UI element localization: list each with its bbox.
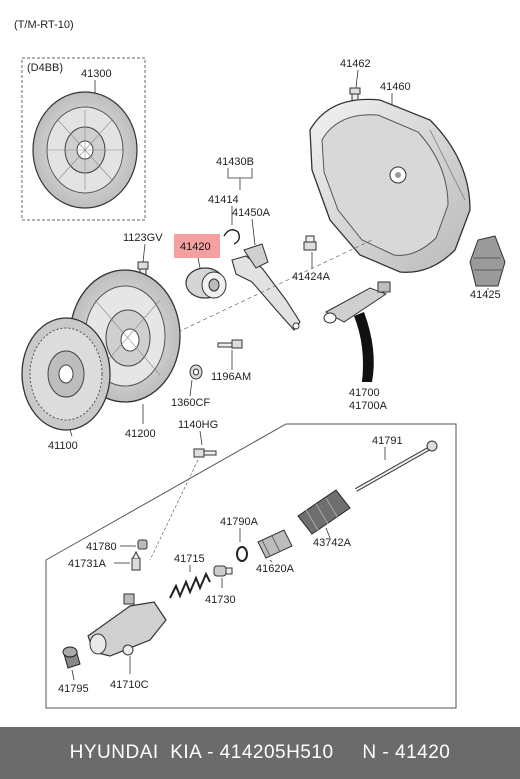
label-41414: 41414 [208, 194, 239, 206]
piston-41620A [257, 529, 293, 559]
label-43742A: 43742A [313, 537, 352, 549]
bolt-1140HG [193, 448, 217, 458]
highlight-41420 [174, 234, 220, 258]
diagram-code: (T/M-RT-10) [14, 19, 74, 31]
pin-1360CF [189, 364, 203, 380]
label-41462: 41462 [340, 58, 371, 70]
label-41700A: 41700A [349, 400, 388, 412]
clutch-disc-41100 [21, 317, 111, 431]
slave-cylinder-body-41710C [87, 593, 167, 657]
label-41425: 41425 [470, 289, 501, 301]
dust-boot-41425 [469, 235, 506, 287]
label-41780: 41780 [86, 541, 117, 553]
label-1123GV: 1123GV [123, 232, 163, 244]
label-1140HG: 1140HG [178, 419, 218, 431]
cap-41780 [137, 539, 148, 550]
retaining-clip-41414 [223, 229, 241, 245]
label-41730: 41730 [205, 594, 236, 606]
engine-variant-box [21, 57, 146, 221]
label-41300: 41300 [81, 68, 112, 80]
label-41791: 41791 [372, 435, 403, 447]
slave-cylinder-detail-box [45, 423, 457, 709]
piston-seal-41730 [213, 565, 233, 577]
spring-41715 [169, 571, 211, 599]
push-rod-41791 [355, 440, 438, 492]
label-41620A: 41620A [256, 563, 295, 575]
label-41420: 41420 [180, 241, 211, 253]
label-1360CF: 1360CF [171, 397, 210, 409]
label-41700: 41700 [349, 387, 380, 399]
release-bearing-41420 [185, 267, 227, 299]
engine-variant-label: (D4BB) [27, 62, 63, 74]
bolt-1196AM [217, 339, 243, 349]
boot-41795 [62, 646, 81, 669]
callout-arrow [354, 312, 374, 382]
boot-43742A [297, 489, 351, 535]
part-number-footer: HYUNDAI KIA - 414205H510 N - 41420 [0, 727, 520, 779]
release-fork-41450A [231, 243, 301, 331]
snap-ring-41790A [236, 546, 248, 562]
label-41100: 41100 [48, 440, 78, 452]
bleeder-41731A [131, 550, 141, 571]
transmission-housing-41460 [309, 98, 471, 273]
label-41715: 41715 [174, 553, 205, 565]
label-41460: 41460 [380, 81, 411, 93]
pivot-41424A [303, 235, 317, 251]
label-41710C: 41710C [110, 679, 149, 691]
label-41731A: 41731A [68, 558, 107, 570]
clutch-cover-d4bb [32, 91, 138, 209]
label-1196AM: 1196AM [211, 371, 251, 383]
label-41450A: 41450A [232, 207, 271, 219]
label-41424A: 41424A [292, 271, 331, 283]
slave-cylinder-assembly [323, 281, 391, 324]
label-41430B: 41430B [216, 156, 254, 168]
label-41790A: 41790A [220, 516, 259, 528]
label-41795: 41795 [58, 683, 89, 695]
label-41200: 41200 [125, 428, 156, 440]
